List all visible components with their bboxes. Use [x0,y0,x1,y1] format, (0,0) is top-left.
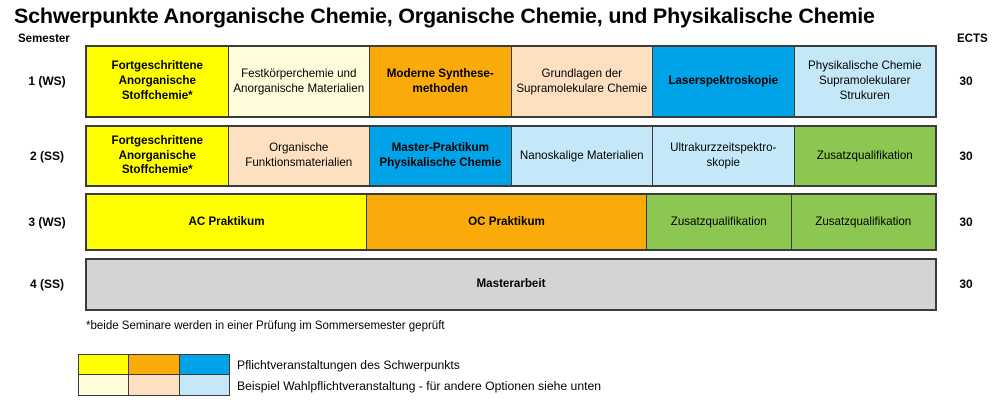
legend-swatch [129,375,180,395]
module-cell[interactable]: Masterarbeit [87,260,935,309]
module-cell[interactable]: AC Praktikum [87,195,367,249]
ects-value-4: 30 [959,277,973,291]
semester-row-4: Masterarbeit [85,258,937,311]
module-cell[interactable]: OC Praktikum [367,195,647,249]
legend-row-mandatory: Pflichtveranstaltungen des Schwerpunkts [78,354,601,375]
module-cell[interactable]: Festkörperchemie und Anorganische Materi… [228,47,370,116]
module-cell[interactable]: Organische Funktionsmaterialien [228,127,370,185]
semester-label-2: 2 (SS) [29,149,64,163]
semester-label-3: 3 (WS) [28,215,66,229]
legend-label-elective: Beispiel Wahlpflichtveranstaltung - für … [237,378,602,393]
module-cell[interactable]: Ultrakurzzeitspektro-skopie [653,127,795,185]
semester-row-2: Fortgeschrittene Anorganische Stoffchemi… [85,125,937,187]
module-cell[interactable]: Fortgeschrittene Anorganische Stoffchemi… [87,47,229,116]
legend-swatches-elective [78,375,230,396]
module-cell[interactable]: Fortgeschrittene Anorganische Stoffchemi… [87,127,229,185]
legend-label-mandatory: Pflichtveranstaltungen des Schwerpunkts [237,357,460,372]
module-cell[interactable]: Grundlagen der Supramolekulare Chemie [511,47,653,116]
module-cell[interactable]: Zusatzqualifikation [791,195,935,249]
column-header-ects: ECTS [957,33,988,45]
semester-row-1: Fortgeschrittene Anorganische Stoffchemi… [85,45,937,118]
column-header-semester: Semester [18,33,70,45]
legend-swatch [79,375,130,395]
page-title: Schwerpunkte Anorganische Chemie, Organi… [14,4,875,28]
legend-swatch [179,355,229,374]
module-cell[interactable]: Zusatzqualifikation [794,127,935,185]
legend-swatches-mandatory [78,354,230,375]
module-cell[interactable]: Physikalische Chemie Supramolekularer St… [794,47,935,116]
module-cell[interactable]: Moderne Synthese-methoden [370,47,512,116]
ects-value-2: 30 [959,149,973,163]
ects-value-3: 30 [959,215,973,229]
legend-row-elective: Beispiel Wahlpflichtveranstaltung - für … [78,375,601,396]
module-cell[interactable]: Laserspektroskopie [653,47,795,116]
semester-label-4: 4 (SS) [29,277,64,291]
footnote: *beide Seminare werden in einer Prüfung … [86,320,445,332]
legend-swatch [79,355,130,374]
legend: Pflichtveranstaltungen des Schwerpunkts … [78,354,601,396]
module-cell[interactable]: Nanoskalige Materialien [511,127,653,185]
legend-swatch [179,375,229,395]
ects-value-1: 30 [959,74,973,88]
legend-swatch [129,355,180,374]
module-cell[interactable]: Zusatzqualifikation [647,195,792,249]
module-cell[interactable]: Master-Praktikum Physikalische Chemie [370,127,512,185]
semester-label-1: 1 (WS) [28,74,66,88]
